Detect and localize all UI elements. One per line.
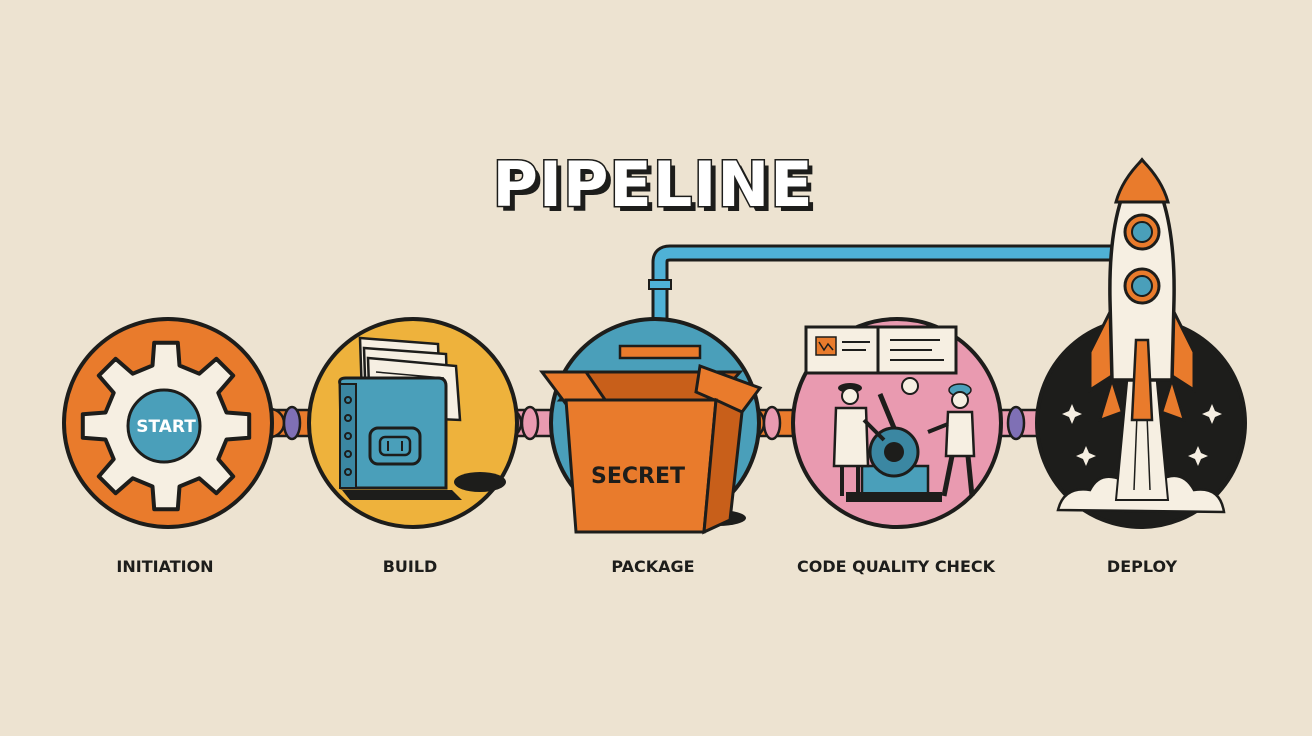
stage-build: BUILD: [307, 317, 519, 576]
start-badge: START: [136, 417, 196, 437]
title-text: PIPELINE: [492, 148, 813, 221]
stage-deploy: DEPLOY: [1035, 157, 1247, 576]
pipeline-title: PIPELINE PIPELINE: [491, 147, 818, 227]
inspectors-icon: [832, 377, 976, 502]
code-screens-icon: [804, 325, 958, 375]
stage-label-build: BUILD: [383, 557, 438, 576]
stage-label-deploy: DEPLOY: [1107, 557, 1178, 576]
rocket-icon: [1088, 157, 1196, 423]
stage-initiation: START INITIATION: [62, 317, 274, 576]
secret-label: SECRET: [591, 464, 685, 489]
stage-package: SECRET PACKAGE: [539, 317, 763, 576]
overhead-pipe: [648, 244, 1118, 412]
stage-label-package: PACKAGE: [611, 557, 694, 576]
box-icon: [539, 344, 763, 535]
stage-label-code-quality: CODE QUALITY CHECK: [797, 557, 996, 576]
stars-icon: [1062, 404, 1222, 466]
title-shadow: PIPELINE: [497, 153, 818, 226]
smoke-icon: [1056, 371, 1226, 514]
stage-label-initiation: INITIATION: [116, 557, 213, 576]
book-icon: [338, 336, 506, 500]
gear-icon: [80, 340, 252, 512]
stage-code-quality: CODE QUALITY CHECK: [791, 317, 1003, 576]
